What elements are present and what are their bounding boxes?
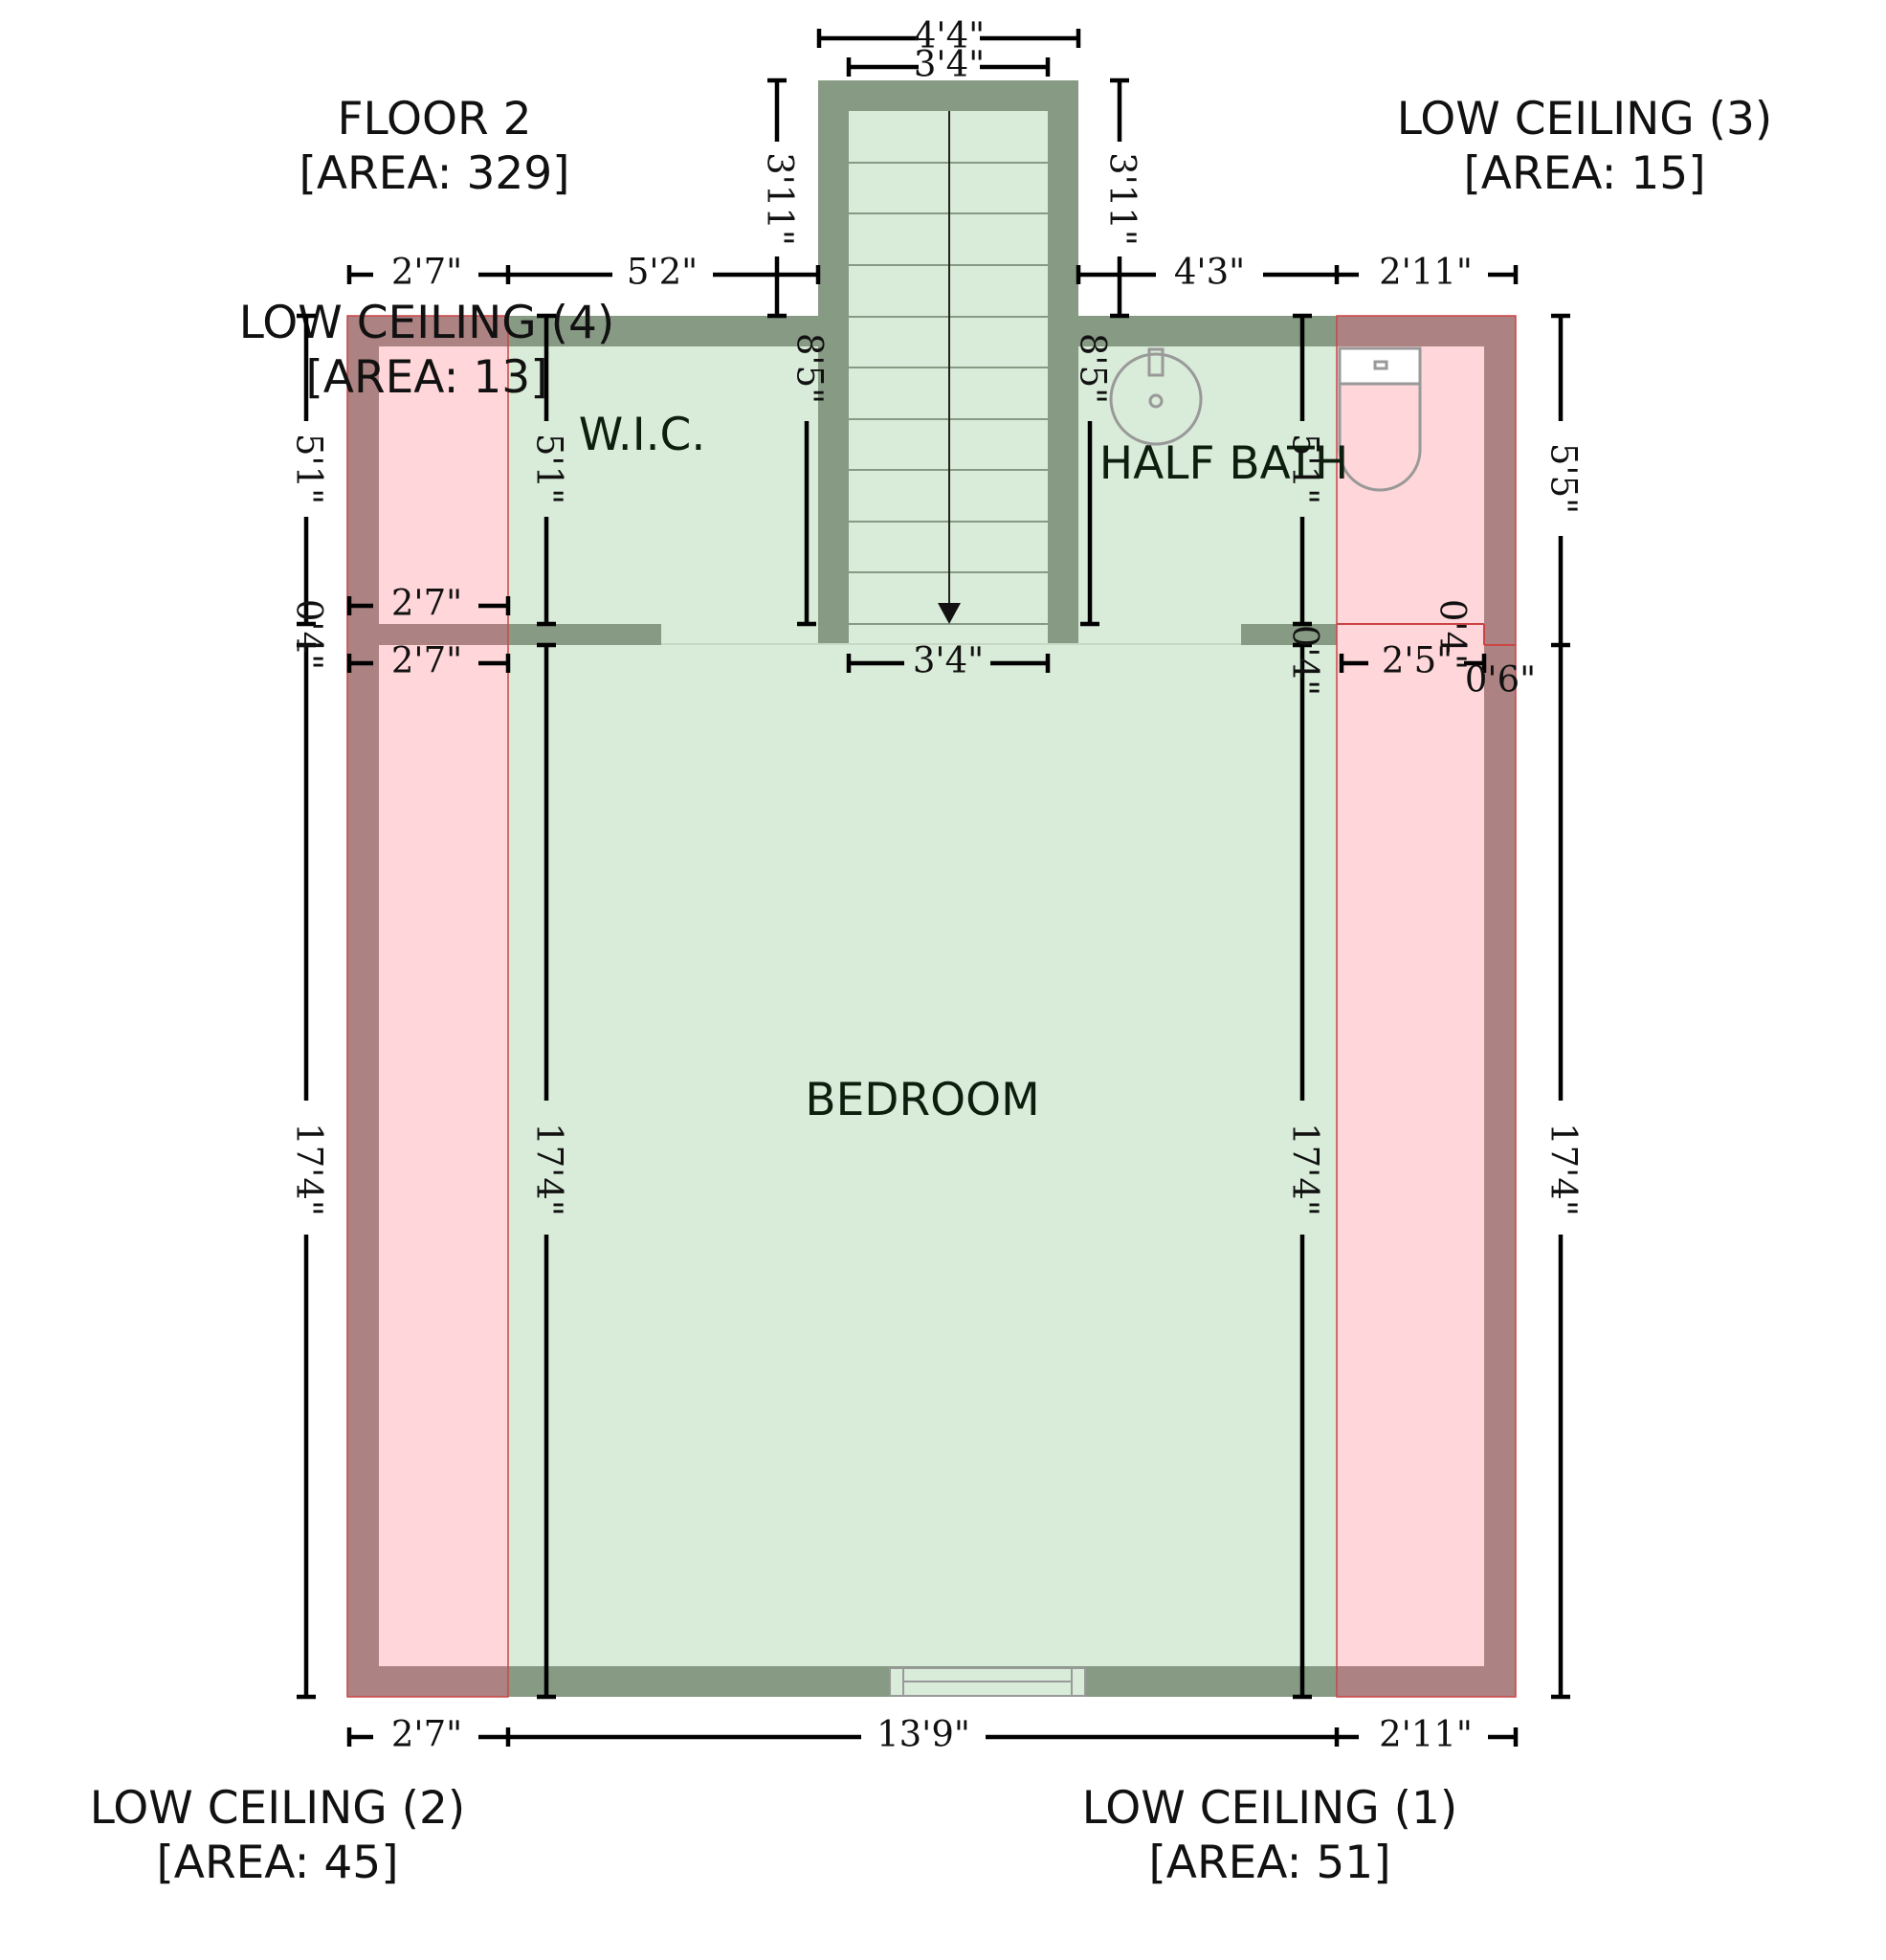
low-ceiling-2-label: LOW CEILING (2): [90, 1782, 465, 1835]
low-ceiling-1-area: [AREA: 51]: [1148, 1837, 1390, 1889]
dim-top-left-low: 2'7": [391, 252, 462, 293]
window-icon: [889, 1667, 1086, 1697]
dim-stair-opening: 3'4": [913, 640, 984, 681]
low-ceiling-zone-right: [1336, 315, 1517, 1698]
dim-left-lower-height: 17'4": [289, 1123, 330, 1216]
dim-wic-left-height: 5'1": [289, 434, 330, 504]
dim-partition-right: 0'4": [1285, 625, 1326, 696]
sink-icon: [1109, 347, 1203, 446]
dim-wic-inner-height: 5'1": [529, 434, 570, 504]
dim-top-right-low: 2'11": [1379, 252, 1473, 293]
room-label-bedroom: BEDROOM: [805, 1074, 1039, 1126]
dim-step-offset: 0'6": [1465, 659, 1536, 701]
dim-bed-left-height: 17'4": [529, 1123, 570, 1216]
dim-bottom-main: 13'9": [876, 1714, 970, 1755]
floor-label: FLOOR 2: [337, 93, 531, 145]
dim-wic-low-width: 2'7": [391, 583, 462, 624]
dim-bottom-left-low: 2'7": [391, 1714, 462, 1755]
dim-bath-low-width: 2'5": [1382, 640, 1453, 681]
room-label-wic: W.I.C.: [579, 409, 706, 461]
dim-top-right-wall: 4'3": [1174, 252, 1245, 293]
dim-bed-right-height: 17'4": [1285, 1123, 1326, 1216]
room-label-half-bath: HALF BATH: [1099, 437, 1348, 490]
dim-stair-right-depth: 3'11": [1102, 152, 1143, 246]
low-ceiling-zone-left: [346, 315, 509, 1698]
dim-bottom-right-low: 2'11": [1379, 1714, 1473, 1755]
dim-stair-left-len: 8'5": [789, 333, 831, 404]
low-ceiling-3-area: [AREA: 15]: [1463, 147, 1705, 200]
dimension-lines: [297, 29, 1570, 1747]
dim-top-left-wall: 5'2": [627, 252, 698, 293]
low-ceiling-1-label: LOW CEILING (1): [1082, 1782, 1457, 1835]
low-ceiling-2-area: [AREA: 45]: [156, 1837, 398, 1889]
dim-bedroom-low-width: 2'7": [391, 640, 462, 681]
dim-stair-outer-width: 4'4": [914, 15, 985, 56]
dim-partition-far-right: 0'4": [1432, 599, 1474, 670]
dim-partition-left: 0'4": [289, 599, 330, 670]
dim-stair-inner-width: 3'4": [914, 44, 985, 85]
low-ceiling-4-area: [AREA: 13]: [305, 351, 547, 404]
dim-right-upper-height: 5'5": [1543, 443, 1585, 514]
arrowhead-icon: [938, 603, 961, 624]
dim-right-lower-height: 17'4": [1543, 1123, 1585, 1216]
low-ceiling-4-label: LOW CEILING (4): [239, 297, 614, 349]
floor-area-label: [AREA: 329]: [300, 147, 570, 200]
dim-stair-right-len: 8'5": [1073, 333, 1114, 404]
dim-bath-inner-height: 5'1": [1285, 434, 1326, 504]
low-ceiling-3-label: LOW CEILING (3): [1397, 93, 1772, 145]
dim-stair-left-depth: 3'11": [760, 152, 801, 246]
toilet-icon: [1338, 346, 1422, 492]
